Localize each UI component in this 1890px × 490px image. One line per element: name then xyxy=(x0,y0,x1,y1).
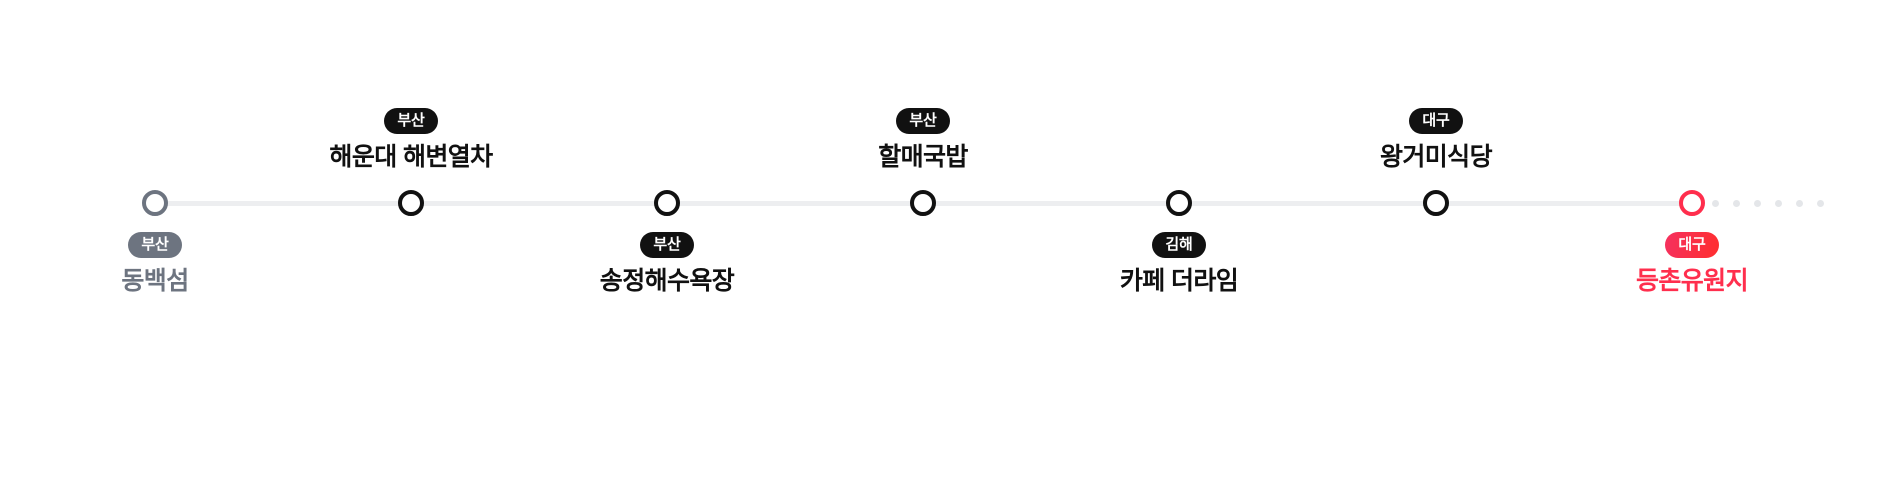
circle-ring-icon[interactable] xyxy=(654,190,680,216)
stop-name: 왕거미식당 xyxy=(1379,143,1493,172)
trailing-dot xyxy=(1712,199,1719,207)
timeline-trailing-dots xyxy=(1712,199,1837,207)
circle-ring-icon[interactable] xyxy=(142,190,168,216)
stop-name: 할매국밥 xyxy=(878,143,968,172)
stop-name: 해운대 해변열차 xyxy=(329,143,493,172)
region-badge: 부산 xyxy=(128,232,182,258)
region-badge: 대구 xyxy=(1409,108,1463,135)
trailing-dot xyxy=(1796,199,1803,207)
region-badge: 부산 xyxy=(384,108,438,135)
circle-ring-icon[interactable] xyxy=(398,190,424,216)
region-badge: 부산 xyxy=(896,108,950,135)
circle-ring-icon[interactable] xyxy=(1679,190,1705,216)
region-badge: 대구 xyxy=(1665,232,1719,258)
stop-name: 송정해수욕장 xyxy=(599,267,735,295)
trailing-dot xyxy=(1754,199,1761,207)
region-badge: 부산 xyxy=(640,232,694,258)
circle-ring-icon[interactable] xyxy=(1423,190,1449,216)
trailing-dot xyxy=(1817,199,1824,207)
stop-name: 동백섬 xyxy=(121,267,189,295)
region-badge: 김해 xyxy=(1152,232,1206,258)
trailing-dot xyxy=(1733,199,1740,207)
stop-name: 등촌유원지 xyxy=(1635,267,1749,295)
trailing-dot xyxy=(1775,199,1782,207)
circle-ring-icon[interactable] xyxy=(910,190,936,216)
stop-name: 카페 더라임 xyxy=(1119,267,1239,295)
circle-ring-icon[interactable] xyxy=(1166,190,1192,216)
